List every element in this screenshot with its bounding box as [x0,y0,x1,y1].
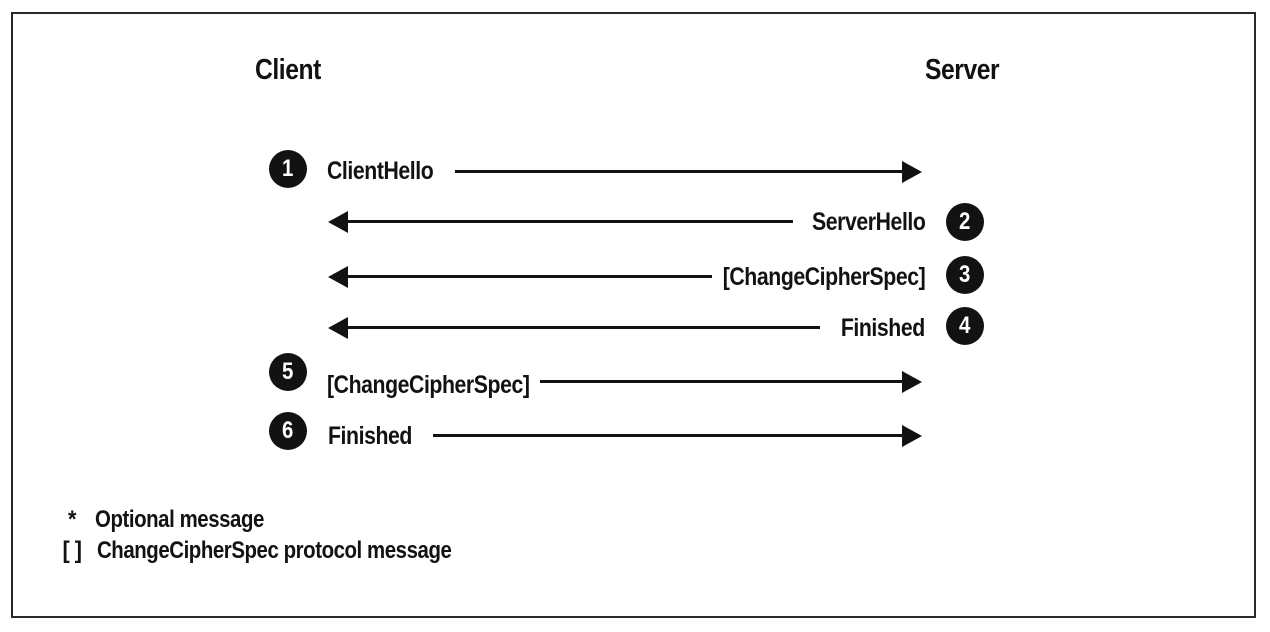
legend-text-changecipherspec: ChangeCipherSpec protocol message [97,537,452,564]
legend-symbol-brackets: [ ] [62,537,82,564]
message-label-3: [ChangeCipherSpec] [722,263,925,291]
arrow-line [455,170,904,173]
arrow-line [346,326,820,329]
step-badge-4: 4 [946,307,984,345]
diagram-border [11,12,1256,618]
arrow-head [902,371,922,393]
client-column-header: Client [255,54,321,86]
step-badge-1: 1 [269,150,307,188]
arrow-head [328,317,348,339]
legend-text-optional: Optional message [95,506,264,533]
message-label-6: Finished [328,422,412,450]
arrow-head [328,211,348,233]
arrow-head [902,161,922,183]
message-label-1: ClientHello [327,157,434,185]
step-number: 6 [282,417,294,444]
arrow-line [346,220,793,223]
arrow-line [433,434,904,437]
step-badge-3: 3 [946,256,984,294]
arrow-line [540,380,904,383]
legend-symbol-asterisk: * [68,506,76,533]
message-label-4: Finished [841,314,925,342]
step-number: 4 [959,312,971,339]
arrow-head [902,425,922,447]
message-label-5: [ChangeCipherSpec] [327,371,530,399]
message-label-2: ServerHello [811,208,926,236]
arrow-head [328,266,348,288]
step-badge-5: 5 [269,353,307,391]
step-number: 5 [282,358,294,385]
step-number: 3 [959,261,971,288]
server-column-header: Server [925,54,1000,86]
step-number: 2 [959,208,971,235]
arrow-line [346,275,712,278]
step-badge-2: 2 [946,203,984,241]
step-number: 1 [282,155,294,182]
step-badge-6: 6 [269,412,307,450]
